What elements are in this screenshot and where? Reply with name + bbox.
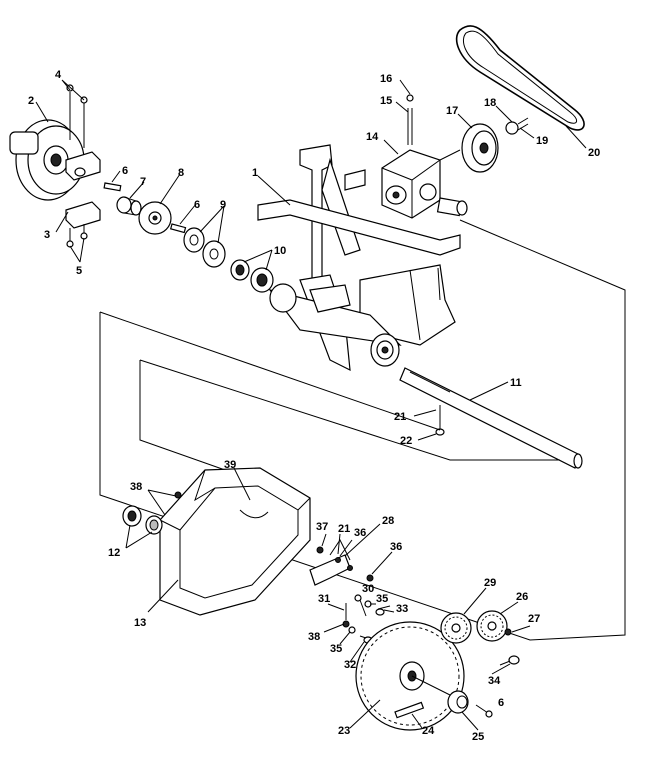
label-39: 39 xyxy=(224,459,236,471)
label-22: 22 xyxy=(400,435,412,447)
bearings-10 xyxy=(230,259,274,293)
label-30: 30 xyxy=(362,583,374,595)
label-21-lower: 21 xyxy=(338,523,350,535)
nut-37 xyxy=(316,546,324,554)
key-6-upper xyxy=(103,182,122,192)
label-36-upper: 36 xyxy=(354,527,366,539)
label-17: 17 xyxy=(446,105,458,117)
sprocket-8 xyxy=(138,201,172,235)
label-38-upper: 38 xyxy=(130,481,142,493)
label-2: 2 xyxy=(28,95,34,107)
label-15: 15 xyxy=(380,95,392,107)
gearbox xyxy=(381,149,468,219)
nut-27 xyxy=(504,628,512,636)
label-28: 28 xyxy=(382,515,394,527)
pulley xyxy=(461,123,499,173)
label-9: 9 xyxy=(220,199,226,211)
large-sprocket xyxy=(355,621,465,731)
label-6-upper: 6 xyxy=(122,165,128,177)
label-3: 3 xyxy=(44,229,50,241)
label-35-upper: 35 xyxy=(376,593,388,605)
bearing-housing xyxy=(9,119,85,201)
bolt-33 xyxy=(375,605,391,616)
bolt-38-top xyxy=(174,491,182,499)
label-23: 23 xyxy=(338,725,350,737)
label-26: 26 xyxy=(516,591,528,603)
hub-25 xyxy=(447,690,469,714)
bolt-6 xyxy=(475,704,493,718)
washer-35b xyxy=(348,626,356,634)
label-27: 27 xyxy=(528,613,540,625)
label-4: 4 xyxy=(55,69,62,81)
label-8: 8 xyxy=(178,167,184,179)
bolt-31 xyxy=(342,603,350,628)
label-10: 10 xyxy=(274,245,286,257)
drive-belt xyxy=(455,25,585,131)
washer-30 xyxy=(354,594,362,602)
label-14: 14 xyxy=(366,131,379,143)
bearing-12 xyxy=(122,505,163,535)
main-frame xyxy=(257,144,461,372)
label-25: 25 xyxy=(472,731,484,743)
label-36-lower: 36 xyxy=(390,541,402,553)
sprocket-29 xyxy=(440,612,472,644)
label-7: 7 xyxy=(140,176,146,188)
label-6-lower: 6 xyxy=(498,697,504,709)
label-37: 37 xyxy=(316,521,328,533)
bolt-34 xyxy=(499,655,520,666)
washers-9 xyxy=(183,227,226,268)
label-18: 18 xyxy=(484,97,496,109)
label-24: 24 xyxy=(422,725,435,737)
label-34: 34 xyxy=(488,675,501,687)
label-31: 31 xyxy=(318,593,330,605)
nut-36 xyxy=(366,574,374,582)
bushing-7 xyxy=(116,196,142,216)
label-38-lower: 38 xyxy=(308,631,320,643)
bolt-22 xyxy=(435,405,445,436)
sprocket-26 xyxy=(476,610,508,642)
drive-shaft xyxy=(399,367,583,469)
label-33: 33 xyxy=(396,603,408,615)
label-13: 13 xyxy=(134,617,146,629)
label-29: 29 xyxy=(484,577,496,589)
label-19: 19 xyxy=(536,135,548,147)
label-35-lower: 35 xyxy=(330,643,342,655)
label-11: 11 xyxy=(510,377,522,389)
label-6-middle: 6 xyxy=(194,199,200,211)
chain-case xyxy=(159,467,311,616)
label-1: 1 xyxy=(252,167,258,179)
key-6-lower xyxy=(169,223,187,234)
callout-labels: 1 2 3 4 5 6 6 6 7 8 9 10 11 12 13 14 15 … xyxy=(28,69,600,743)
key-24 xyxy=(394,701,425,719)
clamp-upper xyxy=(65,151,101,181)
label-16: 16 xyxy=(380,73,392,85)
label-5: 5 xyxy=(76,265,82,277)
label-32: 32 xyxy=(344,659,356,671)
vertical-bolt xyxy=(406,94,414,145)
label-21-upper: 21 xyxy=(394,411,406,423)
leader-lines xyxy=(35,79,587,731)
label-20: 20 xyxy=(588,147,600,159)
clamp-lower xyxy=(65,201,101,229)
label-12: 12 xyxy=(108,547,120,559)
idler-bracket xyxy=(309,539,353,586)
